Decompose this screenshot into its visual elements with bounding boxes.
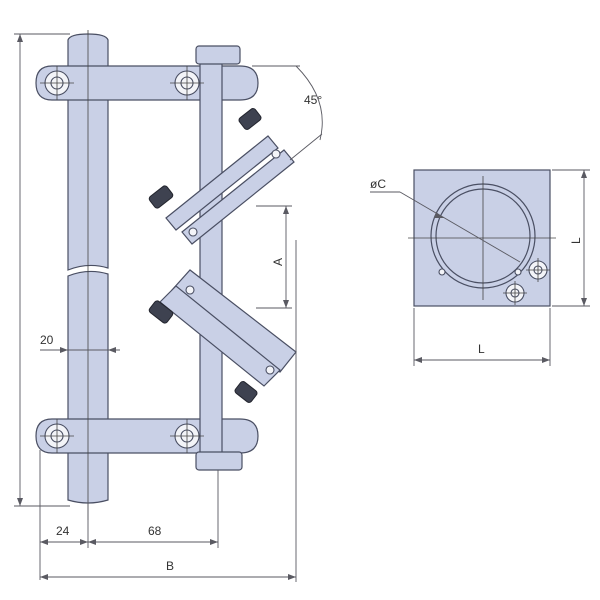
dimension-68-label: 68 [148, 524, 162, 538]
front-screw-bottom [503, 281, 527, 305]
dimension-24-label: 24 [56, 524, 70, 538]
dimension-l-bottom-label: L [478, 342, 485, 356]
upper-angled-clamp [148, 108, 295, 245]
clamp-screw-upper-left [148, 185, 174, 209]
clamp-screw-upper-right [238, 108, 262, 130]
screw-top-left [40, 66, 74, 100]
right-post [199, 47, 223, 469]
front-view [408, 169, 556, 307]
front-screw-right [526, 258, 550, 282]
clamp-screw-lower-left [148, 300, 174, 324]
lower-angled-clamp [148, 269, 297, 403]
side-view [35, 30, 297, 520]
side-view-dimensions: 45° A 20 24 68 B [14, 33, 323, 582]
dimension-a-label: A [271, 258, 285, 266]
clamp-screw-lower-right [234, 381, 258, 403]
front-view-dimensions: øC L L [370, 169, 590, 366]
dimension-l-right-label: L [569, 237, 583, 244]
dimension-20-label: 20 [40, 333, 54, 347]
post-top-cap [195, 45, 241, 65]
screw-bottom-right [170, 419, 204, 453]
dimension-b-label: B [166, 559, 174, 573]
screw-bottom-left [40, 419, 74, 453]
angle-label: 45° [304, 93, 322, 107]
post-bottom-cap [195, 451, 243, 471]
screw-top-right [170, 66, 204, 100]
dimension-c-label: øC [370, 177, 386, 191]
